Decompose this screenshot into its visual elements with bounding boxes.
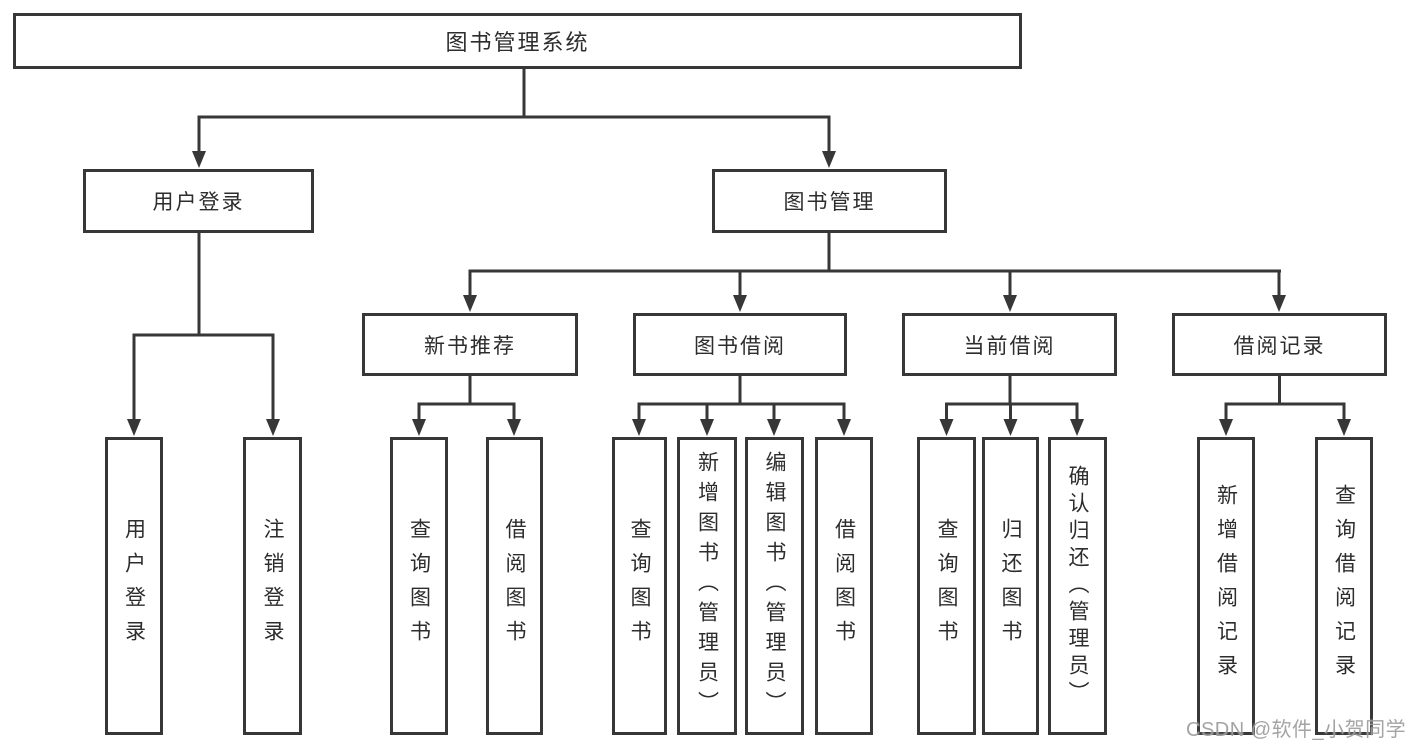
node-label: 查询图书 bbox=[935, 518, 958, 654]
node-label: 图书借阅 bbox=[694, 334, 786, 358]
node-label: 图书管理系统 bbox=[445, 30, 590, 55]
leaf-query-books-current: 查询图书 bbox=[917, 437, 976, 735]
node-new-book-recommend: 新书推荐 bbox=[362, 313, 578, 376]
node-label: 新书推荐 bbox=[424, 334, 516, 358]
connector-book-management-split bbox=[463, 233, 1286, 312]
watermark-csdn: CSDN @软件_小贺同学 bbox=[1186, 719, 1405, 741]
leaf-return-books: 归还图书 bbox=[982, 437, 1039, 735]
node-label: 确认归还（管理员） bbox=[1066, 464, 1089, 708]
arrowhead bbox=[1070, 419, 1084, 436]
node-label: 新增图书（管理员） bbox=[695, 451, 719, 721]
node-user-login: 用户登录 bbox=[83, 169, 314, 233]
leaf-confirm-return-admin: 确认归还（管理员） bbox=[1048, 437, 1107, 735]
leaf-add-borrow-record: 新增借阅记录 bbox=[1197, 437, 1255, 735]
arrowhead bbox=[1003, 295, 1017, 312]
arrowhead bbox=[700, 419, 714, 436]
leaf-logout: 注销登录 bbox=[243, 437, 302, 735]
arrowhead bbox=[463, 295, 477, 312]
arrowhead bbox=[837, 419, 851, 436]
node-label: 图书管理 bbox=[783, 191, 876, 214]
node-label: 编辑图书（管理员） bbox=[763, 451, 786, 721]
arrowhead bbox=[733, 295, 747, 312]
node-book-borrowing: 图书借阅 bbox=[633, 313, 847, 376]
arrowhead bbox=[1219, 419, 1233, 436]
arrowhead bbox=[1003, 419, 1018, 436]
node-label: 查询图书 bbox=[407, 518, 431, 654]
connector-root-split bbox=[192, 67, 836, 168]
leaf-add-books-admin: 新增图书（管理员） bbox=[677, 437, 737, 735]
node-label: 用户登录 bbox=[152, 191, 245, 214]
arrowhead bbox=[632, 419, 646, 436]
arrowhead bbox=[127, 419, 141, 436]
connector-current-borrowing-split bbox=[939, 376, 1084, 436]
arrowhead bbox=[767, 419, 781, 436]
arrowhead bbox=[507, 419, 521, 436]
arrowhead bbox=[939, 419, 954, 436]
arrowhead bbox=[412, 419, 426, 436]
node-borrow-records: 借阅记录 bbox=[1172, 313, 1387, 376]
node-label: 注销登录 bbox=[261, 518, 284, 654]
arrowhead bbox=[1337, 419, 1351, 436]
connector-book-borrowing-split bbox=[632, 376, 851, 436]
node-label: 当前借阅 bbox=[963, 334, 1056, 358]
connector-new-book-split bbox=[412, 376, 521, 436]
arrowhead bbox=[266, 419, 280, 436]
node-current-borrowing: 当前借阅 bbox=[902, 313, 1117, 376]
node-label: 归还图书 bbox=[999, 518, 1022, 654]
leaf-query-books-borrowing: 查询图书 bbox=[612, 437, 667, 735]
node-book-management: 图书管理 bbox=[712, 169, 947, 233]
node-label: 借阅图书 bbox=[832, 518, 856, 654]
node-label: 新增借阅记录 bbox=[1214, 484, 1238, 688]
connector-borrow-records-split bbox=[1219, 376, 1351, 436]
node-label: 查询借阅记录 bbox=[1332, 484, 1356, 688]
leaf-query-borrow-record: 查询借阅记录 bbox=[1315, 437, 1373, 735]
leaf-borrow-books-recommend: 借阅图书 bbox=[486, 437, 543, 735]
arrowhead bbox=[822, 151, 836, 168]
node-library-management-system: 图书管理系统 bbox=[13, 13, 1022, 69]
leaf-user-login: 用户登录 bbox=[105, 437, 163, 735]
node-label: 查询图书 bbox=[628, 518, 651, 654]
node-label: 借阅记录 bbox=[1233, 334, 1326, 358]
node-label: 用户登录 bbox=[122, 518, 146, 654]
leaf-edit-books-admin: 编辑图书（管理员） bbox=[745, 437, 804, 735]
leaf-borrow-books-borrowing: 借阅图书 bbox=[815, 437, 873, 735]
arrowhead bbox=[1272, 295, 1286, 312]
arrowhead bbox=[192, 151, 206, 168]
leaf-query-books-recommend: 查询图书 bbox=[390, 437, 448, 735]
connector-user-login-split bbox=[127, 233, 280, 436]
node-label: 借阅图书 bbox=[503, 518, 526, 654]
